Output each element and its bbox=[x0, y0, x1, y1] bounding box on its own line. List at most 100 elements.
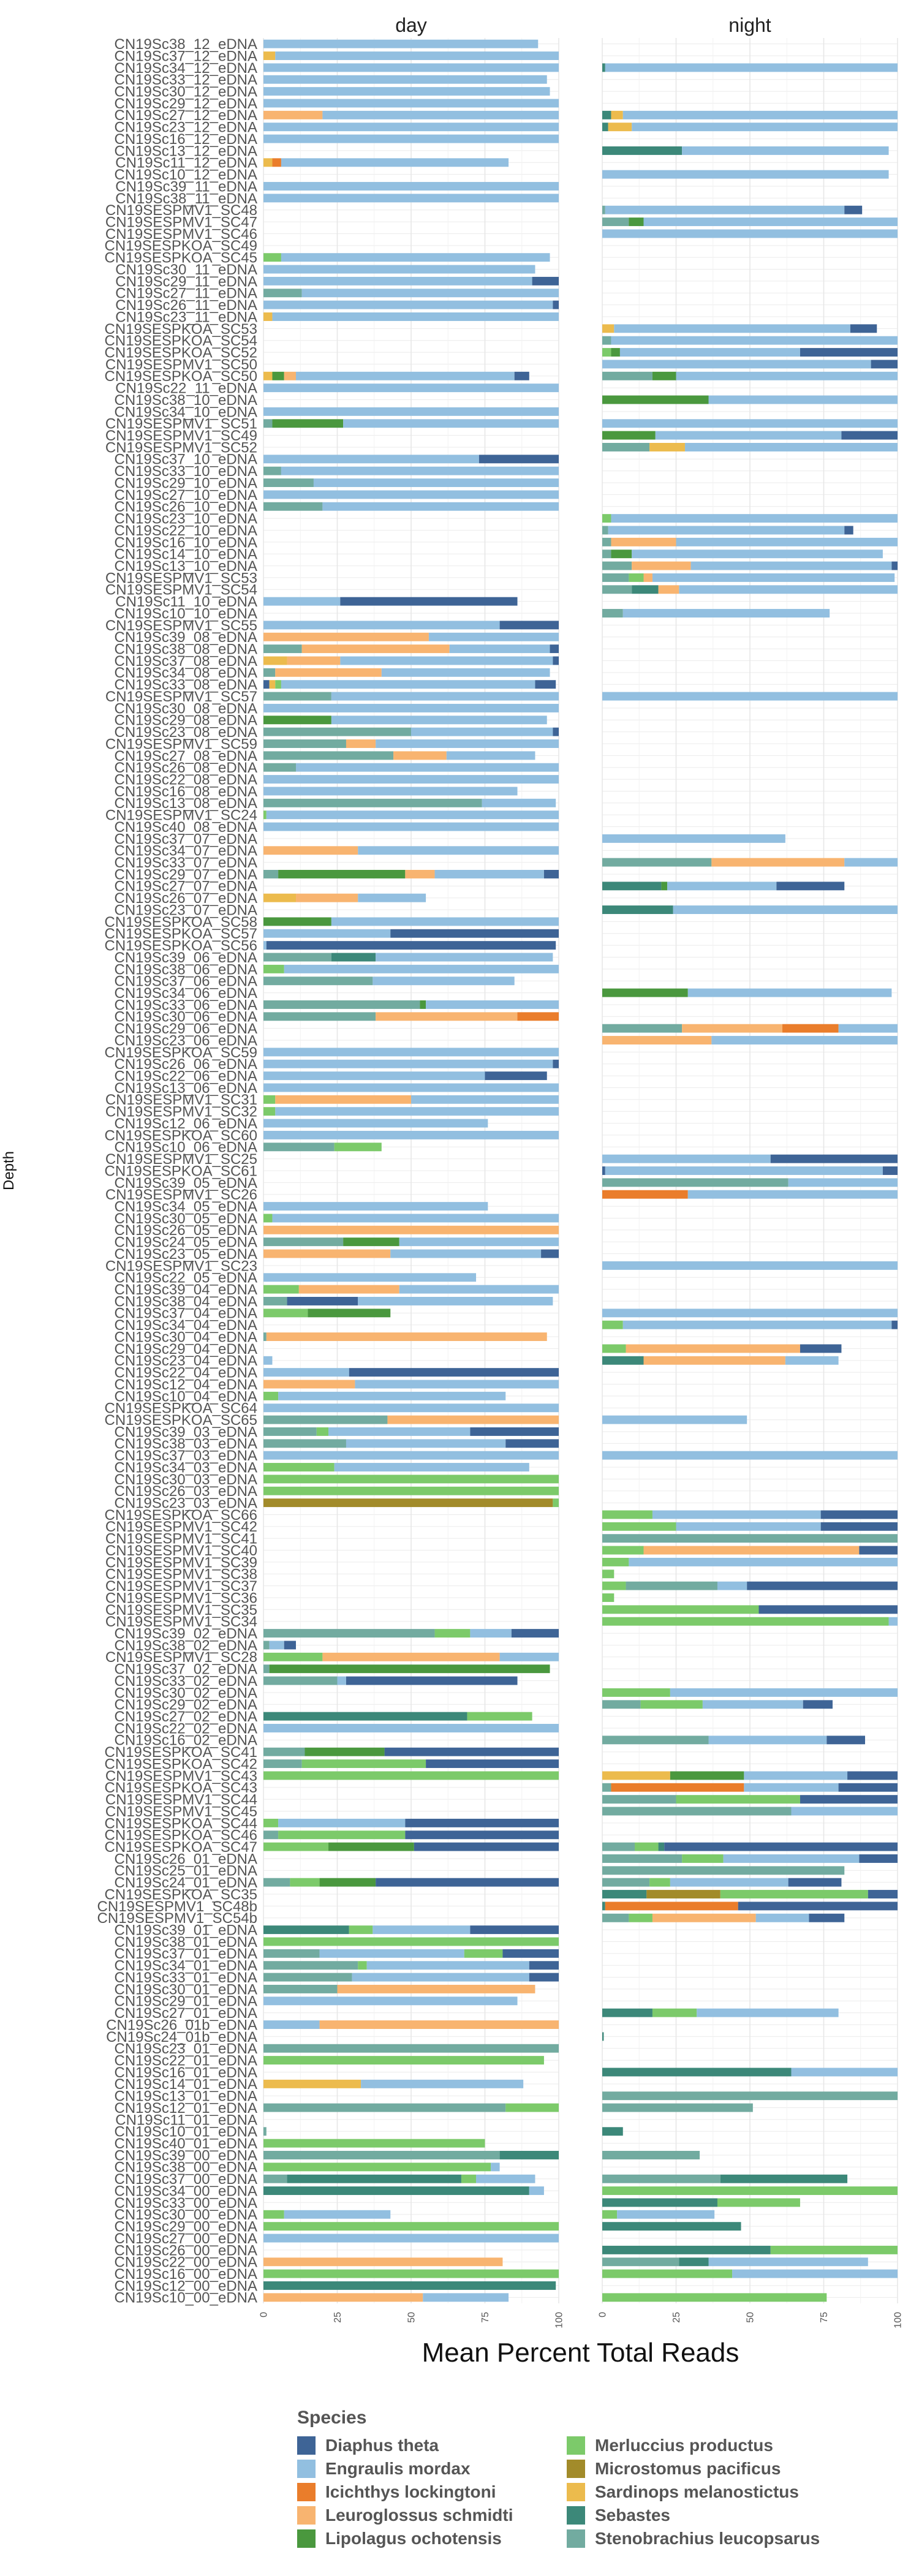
bar-segment bbox=[679, 585, 898, 594]
bar-segment bbox=[376, 739, 559, 748]
y-tick-label: CN19Sc33_06_eDNA bbox=[115, 997, 257, 1013]
y-tick-label: CN19Sc22_10_eDNA bbox=[115, 523, 257, 539]
bar-segment bbox=[667, 882, 777, 891]
y-tick-label: CN19SESPKOA_SC42 bbox=[105, 1756, 257, 1772]
bar-segment bbox=[290, 1878, 320, 1887]
y-tick-label: CN19Sc33_08_eDNA bbox=[115, 677, 257, 693]
bar-segment bbox=[263, 953, 331, 962]
bar-segment bbox=[788, 1178, 898, 1187]
y-tick-label: CN19Sc27_01_eDNA bbox=[115, 2005, 257, 2022]
bar-segment bbox=[366, 1961, 529, 1970]
bar-segment bbox=[263, 2127, 267, 2136]
y-tick-label: CN19SESPMV1_SC26 bbox=[105, 1187, 257, 1203]
x-tick-label: 50 bbox=[746, 2312, 756, 2323]
bar-segment bbox=[676, 537, 898, 546]
y-tick-label: CN19SESPKOA_SC59 bbox=[105, 1044, 257, 1061]
bar-segment bbox=[263, 289, 302, 298]
y-tick-label: CN19Sc27_07_eDNA bbox=[115, 878, 257, 895]
bar-segment bbox=[281, 158, 509, 167]
bar-segment bbox=[553, 1059, 559, 1068]
bar-segment bbox=[263, 2151, 500, 2159]
bar-segment bbox=[346, 1676, 518, 1685]
bar-segment bbox=[611, 110, 623, 119]
y-tick-label: CN19Sc11_12_eDNA bbox=[115, 155, 257, 172]
bar-segment bbox=[426, 1759, 559, 1769]
bar-segment bbox=[328, 1427, 471, 1436]
legend-swatch bbox=[567, 2529, 585, 2548]
bar-segment bbox=[800, 348, 898, 357]
y-tick-label: CN19Sc10_04_eDNA bbox=[115, 1388, 257, 1405]
bar-segment bbox=[687, 1190, 898, 1199]
bar-segment bbox=[263, 1439, 346, 1448]
bar-segment bbox=[535, 680, 556, 689]
bar-segment bbox=[387, 1415, 559, 1424]
legend-item: Diaphus theta bbox=[297, 2434, 567, 2457]
y-tick-label: CN19Sc16_00_eDNA bbox=[115, 2266, 257, 2283]
bar-segment bbox=[263, 751, 394, 760]
bar-segment bbox=[602, 1878, 650, 1887]
y-tick-label: CN19Sc38_08_eDNA bbox=[115, 641, 257, 658]
y-tick-label: CN19Sc26_00_eDNA bbox=[115, 2242, 257, 2259]
y-tick-label: CN19Sc27_02_eDNA bbox=[115, 1709, 257, 1725]
bar-segment bbox=[287, 1297, 358, 1305]
bar-segment bbox=[658, 585, 679, 594]
bar-segment bbox=[602, 550, 611, 559]
y-tick-label: CN19Sc11_10_eDNA bbox=[115, 594, 257, 610]
bar-segment bbox=[543, 869, 559, 878]
y-tick-label: CN19Sc39_01_eDNA bbox=[115, 1922, 257, 1939]
bar-segment bbox=[611, 514, 898, 523]
y-tick-label: CN19Sc29_10_eDNA bbox=[115, 475, 257, 491]
y-tick-label: CN19Sc26_10_eDNA bbox=[115, 499, 257, 515]
x-tick-label: 0 bbox=[259, 2312, 270, 2317]
bar-segment bbox=[263, 2162, 491, 2172]
bar-segment bbox=[844, 858, 898, 867]
bar-segment bbox=[263, 253, 281, 262]
bar-segment bbox=[263, 739, 346, 748]
bar-segment bbox=[263, 1119, 488, 1128]
y-tick-label: CN19SESPKOA_SC47 bbox=[105, 1839, 257, 1856]
legend-item: Sardinops melanostictus bbox=[567, 2481, 836, 2503]
bar-segment bbox=[684, 442, 898, 451]
bar-segment bbox=[658, 1842, 665, 1851]
bar-segment bbox=[602, 1902, 605, 1911]
bar-segment bbox=[263, 763, 297, 772]
bar-segment bbox=[263, 502, 323, 511]
y-tick-label: CN19Sc34_00_eDNA bbox=[115, 2183, 257, 2199]
bar-segment bbox=[602, 2032, 604, 2041]
bar-segment bbox=[652, 371, 676, 380]
bar-segment bbox=[263, 478, 314, 488]
bar-segment bbox=[608, 526, 845, 535]
bar-segment bbox=[602, 1036, 712, 1044]
legend-label: Diaphus theta bbox=[325, 2436, 439, 2455]
bar-segment bbox=[358, 846, 559, 855]
y-tick-label: CN19Sc29_12_eDNA bbox=[115, 96, 257, 112]
bar-segment bbox=[602, 2269, 733, 2278]
y-tick-label: CN19Sc26_01b_eDNA bbox=[106, 2017, 257, 2033]
bar-segment bbox=[263, 621, 500, 630]
bar-segment bbox=[313, 478, 559, 488]
bar-segment bbox=[263, 265, 535, 274]
y-tick-label: CN19Sc34_03_eDNA bbox=[115, 1459, 257, 1476]
bar-segment bbox=[646, 1890, 720, 1899]
bar-segment bbox=[499, 2151, 559, 2159]
bar-segment bbox=[708, 1736, 827, 1745]
y-tick-label: CN19SESPMV1_SC53 bbox=[105, 570, 257, 586]
day-panel-title: day bbox=[395, 14, 427, 36]
bar-segment bbox=[263, 941, 267, 950]
bar-segment bbox=[376, 1878, 559, 1887]
y-tick-label: CN19Sc33_12_eDNA bbox=[115, 72, 257, 88]
bar-segment bbox=[284, 371, 297, 380]
y-tick-label: CN19Sc37_08_eDNA bbox=[115, 653, 257, 670]
y-tick-label: CN19Sc37_01_eDNA bbox=[115, 1946, 257, 1962]
bar-segment bbox=[423, 2293, 509, 2302]
y-tick-label: CN19Sc16_08_eDNA bbox=[115, 784, 257, 800]
bar-segment bbox=[263, 1083, 559, 1092]
bar-segment bbox=[602, 1771, 670, 1780]
y-tick-label: CN19SESPMV1_SC31 bbox=[105, 1092, 257, 1108]
y-tick-label: CN19Sc14_01_eDNA bbox=[115, 2076, 257, 2093]
y-tick-label: CN19SESPKOA_SC52 bbox=[105, 344, 257, 361]
y-tick-label: CN19Sc37_10_eDNA bbox=[115, 451, 257, 468]
bar-segment bbox=[414, 1842, 559, 1851]
